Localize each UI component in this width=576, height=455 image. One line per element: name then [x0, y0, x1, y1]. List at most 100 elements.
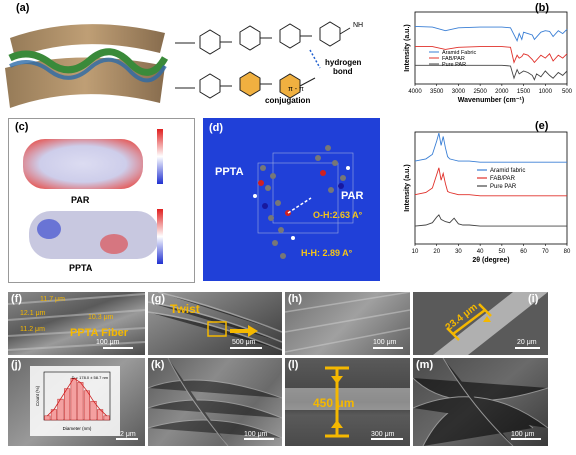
panel-a: (a) NH [0, 0, 375, 115]
l-meas: 450 μm [313, 396, 355, 410]
y-axis-label: Intensity (a.u.) [404, 164, 411, 211]
hist-bar [44, 415, 51, 421]
series-line-3 [415, 64, 568, 81]
x-tick-label: 50 [499, 249, 506, 255]
m-scalebar [511, 438, 541, 440]
molecule-structures [175, 21, 351, 99]
panel-k-label: (k) [151, 359, 165, 371]
cross-section [285, 366, 410, 438]
panel-f: (f) 11.7 μm 12.1 μm 10.3 μm 11.2 μm PPTA… [8, 292, 145, 355]
panel-l-label: (l) [288, 359, 299, 371]
f-d3: 10.3 μm [88, 314, 114, 321]
d-ppta-label: PPTA [215, 166, 244, 178]
panel-l: (l) 450 μm 300 μm [285, 358, 410, 446]
y-axis-label: Intensity (a.u.) [404, 24, 411, 71]
f-scalebar [103, 347, 133, 349]
series-line-1 [414, 132, 567, 163]
x-axis-label: 2θ (degree) [472, 257, 509, 264]
plot-frame [414, 11, 568, 85]
j-scale: 2 μm [120, 431, 136, 438]
series-line-1 [414, 25, 568, 43]
panel-k: (k) 100 μm [148, 358, 282, 446]
fabric-illustration [5, 24, 169, 108]
f-d4: 11.2 μm [20, 326, 45, 333]
conjugation-label: conjugation [265, 96, 311, 105]
i-scale: 20 μm [517, 339, 537, 346]
d-dist-hh: H-H: 2.89 A° [301, 248, 353, 258]
x-tick-label: 80 [564, 249, 571, 255]
hbond-label-2: bond [333, 67, 353, 76]
pipi-label: π - π [288, 86, 304, 93]
g-scalebar [230, 347, 262, 349]
panel-h-label: (h) [288, 293, 303, 305]
panel-j-label: (j) [11, 359, 22, 371]
legend-label-3: Pure PAR [490, 184, 517, 190]
inset-frame [43, 371, 111, 421]
panel-g-label: (g) [151, 293, 166, 305]
fiber-texture-h [285, 292, 410, 353]
inset-x-label: Diameter (nm) [63, 426, 92, 431]
panel-a-label: (a) [16, 2, 30, 14]
x-tick-label: 40 [477, 249, 484, 255]
g-title: Twist [170, 302, 200, 316]
panel-e: (e) 10 20 30 40 50 60 70 80 2θ (degree) Intensity… [385, 118, 576, 281]
g-scale: 500 μm [232, 339, 256, 346]
hist-bar [83, 390, 90, 421]
x-tick-label: 3000 [452, 89, 466, 95]
legend-label-1: Aramid fabric [490, 168, 525, 174]
hist-bar [77, 382, 84, 421]
k-scalebar [244, 438, 274, 440]
i-scalebar [515, 347, 540, 349]
fit-curve [47, 377, 107, 417]
panel-i-label: (i) [528, 293, 539, 305]
f-d2: 12.1 μm [20, 310, 46, 317]
x-tick-label: 500 [562, 89, 573, 95]
series-line-3 [414, 214, 567, 227]
x-tick-label: 10 [412, 249, 419, 255]
panel-e-label: (e) [535, 120, 549, 132]
mol-ppta-label: PPTA [69, 263, 93, 273]
hist-bar [70, 378, 77, 421]
l-scale: 300 μm [371, 431, 395, 438]
x-tick-label: 60 [520, 249, 527, 255]
x-tick-label: 4000 [408, 89, 422, 95]
j-scalebar [116, 438, 138, 440]
h-scale: 100 μm [373, 339, 397, 346]
panel-m: (m) 100 μm [413, 358, 548, 446]
legend-label-3: Pure PAR [442, 62, 466, 68]
d-dist-oh: O-H:2.63 A° [313, 210, 363, 220]
h-scalebar [373, 347, 403, 349]
m-scale: 100 μm [511, 431, 535, 438]
x-tick-label: 2500 [473, 89, 487, 95]
x-tick-label: 2000 [495, 89, 509, 95]
x-tick-label: 3500 [430, 89, 444, 95]
nh-label: NH [353, 22, 364, 29]
x-tick-label: 70 [542, 249, 549, 255]
esp-maps [23, 129, 163, 264]
series-line-2 [415, 46, 568, 64]
legend-label-2: FAB/PAR [442, 56, 465, 62]
hist-bar [103, 415, 110, 421]
panel-d-label: (d) [209, 122, 224, 134]
panel-f-label: (f) [11, 293, 22, 305]
panel-i: (i) 23.4 μm 20 μm [413, 292, 548, 355]
x-tick-label: 30 [455, 249, 462, 255]
fiber-texture-m [413, 358, 548, 446]
inset-note: D = 178.0 ± 58.7 nm [72, 375, 109, 380]
f-title: PPTA Fiber [70, 327, 129, 339]
x-tick-label: 20 [433, 249, 440, 255]
x-tick-label: 1500 [517, 89, 531, 95]
panel-c-label: (c) [15, 121, 29, 133]
panel-m-label: (m) [416, 359, 434, 371]
hbond-label-1: hydrogen [325, 58, 362, 67]
hist-bar [64, 388, 71, 421]
plot-frame [414, 131, 568, 245]
d-par-label: PAR [341, 190, 364, 202]
panel-d: (d) PPTA PAR O-H:2.63 A° H-H: 2.89 A° [203, 118, 380, 281]
mol-par-label: PAR [71, 195, 90, 205]
x-tick-label: 1000 [539, 89, 553, 95]
single-fiber [433, 292, 548, 355]
